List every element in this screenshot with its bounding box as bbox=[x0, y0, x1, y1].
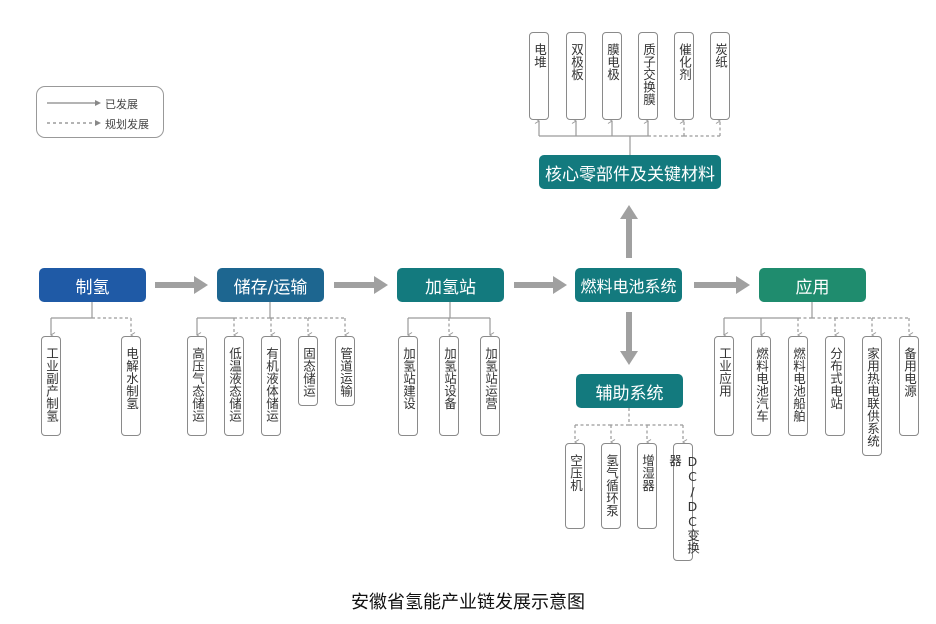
leaf-label: 氢气循环泵 bbox=[604, 454, 619, 517]
arrow-head bbox=[736, 276, 750, 294]
node-label: 加氢站 bbox=[425, 277, 476, 298]
leaf-label: 家用热电联供系统 bbox=[865, 347, 880, 447]
arrow-station-to-fuelcell bbox=[514, 276, 567, 294]
node-label: 燃料电池系统 bbox=[580, 277, 677, 296]
legend-dashed-arrowhead bbox=[95, 120, 101, 126]
leaf-label: 燃料电池船舶 bbox=[791, 347, 806, 422]
arrow-head bbox=[620, 205, 638, 219]
leaf-label: 质子交换膜 bbox=[641, 43, 656, 106]
leaf-core_components-0[interactable]: 电堆 bbox=[529, 32, 549, 120]
leaf-refueling_station-0[interactable]: 加氢站建设 bbox=[398, 336, 418, 436]
node-label: 应用 bbox=[795, 277, 830, 298]
leaf-label: 双极板 bbox=[569, 43, 584, 81]
node-label: 储存/运输 bbox=[233, 277, 308, 298]
leaf-label: 加氢站设备 bbox=[442, 347, 457, 410]
leaf-label: 高压气态储运 bbox=[190, 347, 205, 422]
legend-solid-arrowhead bbox=[95, 100, 101, 106]
legend-developed-label: 已发展 bbox=[105, 98, 138, 111]
leaf-storage_transport-1[interactable]: 低温液态储运 bbox=[224, 336, 244, 436]
leaf-refueling_station-2[interactable]: 加氢站运营 bbox=[480, 336, 500, 436]
leaf-core_components-4[interactable]: 催化剂 bbox=[674, 32, 694, 120]
arrow-fuelcell-to-auxiliary bbox=[620, 312, 638, 365]
leaf-application-2[interactable]: 燃料电池船舶 bbox=[788, 336, 808, 436]
leaf-hydrogen_production-0[interactable]: 工业副产制氢 bbox=[41, 336, 61, 436]
leaf-storage_transport-3[interactable]: 固态储运 bbox=[298, 336, 318, 406]
diagram-caption: 安徽省氢能产业链发展示意图 bbox=[351, 592, 585, 613]
arrow-head bbox=[553, 276, 567, 294]
arrow-fuelcell-to-application bbox=[694, 276, 750, 294]
leaf-auxiliary_system-3[interactable]: DC/DC变换器 bbox=[667, 443, 700, 561]
leaf-label: 增湿器 bbox=[640, 454, 655, 492]
leaf-label: 电解水制氢 bbox=[124, 347, 139, 410]
node-label: 辅助系统 bbox=[595, 383, 664, 404]
leaf-core_components-3[interactable]: 质子交换膜 bbox=[638, 32, 658, 120]
leaf-label: 分布式电站 bbox=[828, 347, 843, 410]
arrow-storage-to-station bbox=[334, 276, 388, 294]
leaf-auxiliary_system-0[interactable]: 空压机 bbox=[565, 443, 585, 529]
leaf-label: 炭纸 bbox=[713, 43, 728, 68]
leaf-label: 加氢站运营 bbox=[483, 347, 498, 410]
arrow-fuelcell-to-core bbox=[620, 205, 638, 258]
node-refueling-station[interactable]: 加氢站 bbox=[397, 268, 504, 302]
leaf-label: 固态储运 bbox=[301, 347, 316, 397]
leaf-label: 燃料电池汽车 bbox=[754, 347, 769, 422]
leaf-label: 工业应用 bbox=[717, 347, 732, 397]
node-storage-transport[interactable]: 储存/运输 bbox=[217, 268, 324, 302]
leaf-application-4[interactable]: 家用热电联供系统 bbox=[862, 336, 882, 456]
leaf-label: 电堆 bbox=[532, 43, 547, 68]
leaf-label: 管道运输 bbox=[338, 347, 353, 397]
node-fuel-cell-system[interactable]: 燃料电池系统 bbox=[575, 268, 682, 302]
leaf-label: 有机液体储运 bbox=[264, 347, 279, 422]
leaf-refueling_station-1[interactable]: 加氢站设备 bbox=[439, 336, 459, 436]
leaf-storage_transport-2[interactable]: 有机液体储运 bbox=[261, 336, 281, 436]
leaf-storage_transport-0[interactable]: 高压气态储运 bbox=[187, 336, 207, 436]
legend-lines bbox=[47, 100, 101, 126]
arrow-head bbox=[374, 276, 388, 294]
leaf-core_components-2[interactable]: 膜电极 bbox=[602, 32, 622, 120]
legend-planned-label: 规划发展 bbox=[105, 118, 149, 131]
node-hydrogen-production[interactable]: 制氢 bbox=[39, 268, 146, 302]
node-label: 制氢 bbox=[75, 277, 110, 298]
leaf-application-0[interactable]: 工业应用 bbox=[714, 336, 734, 436]
leaf-storage_transport-4[interactable]: 管道运输 bbox=[335, 336, 355, 406]
leaf-label: 加氢站建设 bbox=[401, 347, 416, 410]
node-application[interactable]: 应用 bbox=[759, 268, 866, 302]
node-auxiliary-system[interactable]: 辅助系统 bbox=[576, 374, 683, 408]
leaf-label: 工业副产制氢 bbox=[44, 347, 59, 422]
leaf-auxiliary_system-1[interactable]: 氢气循环泵 bbox=[601, 443, 621, 529]
leaf-label: 膜电极 bbox=[605, 43, 620, 81]
legend: 已发展 规划发展 bbox=[36, 86, 164, 138]
leaf-core_components-1[interactable]: 双极板 bbox=[566, 32, 586, 120]
leaf-label: 催化剂 bbox=[677, 43, 692, 81]
leaf-label: 空压机 bbox=[568, 454, 583, 492]
leaf-auxiliary_system-2[interactable]: 增湿器 bbox=[637, 443, 657, 529]
leaf-core_components-5[interactable]: 炭纸 bbox=[710, 32, 730, 120]
leaf-application-3[interactable]: 分布式电站 bbox=[825, 336, 845, 436]
arrow-head bbox=[194, 276, 208, 294]
leaf-label: 备用电源 bbox=[902, 347, 917, 397]
leaf-application-1[interactable]: 燃料电池汽车 bbox=[751, 336, 771, 436]
leaf-hydrogen_production-1[interactable]: 电解水制氢 bbox=[121, 336, 141, 436]
node-label: 核心零部件及关键材料 bbox=[545, 164, 715, 185]
node-core-components[interactable]: 核心零部件及关键材料 bbox=[539, 155, 721, 189]
leaf-label: 低温液态储运 bbox=[227, 347, 242, 422]
leaf-label: DC/DC变换器 bbox=[667, 454, 700, 554]
leaf-application-5[interactable]: 备用电源 bbox=[899, 336, 919, 436]
arrow-production-to-storage bbox=[155, 276, 208, 294]
arrow-head bbox=[620, 351, 638, 365]
